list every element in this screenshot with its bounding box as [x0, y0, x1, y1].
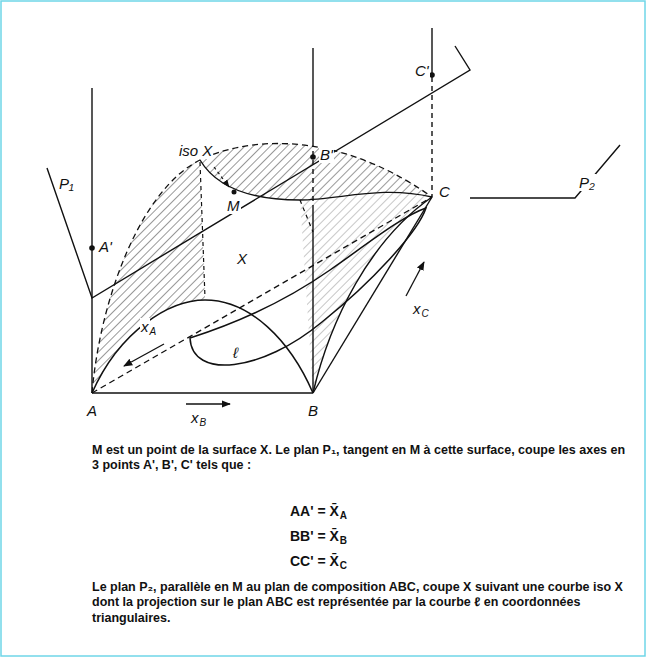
surface-top-edge [92, 143, 432, 393]
axis-label: x [190, 409, 200, 426]
equation: BB' = X̄ [290, 528, 339, 544]
surface-arch-ab [92, 300, 313, 393]
plane-label: P₁ [58, 175, 75, 192]
iso-curve [200, 160, 432, 200]
axis-b [312, 48, 313, 142]
axis-arrow-xa [124, 344, 164, 366]
leader-line [214, 167, 229, 187]
hatched-right-face [300, 192, 432, 393]
point-label: A' [98, 238, 113, 255]
hatched-band [200, 143, 432, 200]
triangle-ab [92, 392, 313, 393]
curve-l [190, 208, 426, 365]
point-c-prime [429, 72, 435, 78]
plane-label: P₂ [578, 174, 596, 191]
equation-subscript: B [340, 535, 347, 547]
axis-label: x [140, 318, 150, 335]
axis-subscript: A [150, 326, 157, 338]
equation-subscript: C [340, 560, 347, 572]
curve-label: iso X [178, 142, 213, 159]
surface-hidden-edge [300, 200, 313, 232]
equation-subscript: A [340, 510, 347, 522]
hatched-left-face [92, 160, 205, 393]
triangle-ac [92, 197, 432, 393]
caption-text: Le plan P₂, parallèle en M au plan de co… [92, 580, 632, 626]
vertex-label: B [307, 402, 319, 419]
point-label: C' [414, 62, 430, 79]
point-b-prime [310, 154, 316, 160]
surface-hidden-edge [200, 162, 205, 298]
caption-text: M est un point de la surface X. Le plan … [92, 443, 632, 474]
axis-c-hidden [431, 68, 432, 197]
axis-c [431, 28, 432, 68]
axis-label: x [412, 300, 422, 317]
point-label: M [226, 197, 241, 214]
axis-b-hidden [312, 142, 313, 205]
vertex-label: C [438, 183, 451, 200]
axis-arrow-xc [406, 262, 424, 296]
vertex-label: A [86, 402, 98, 419]
axis-subscript: C [422, 308, 429, 320]
axis-a [91, 88, 92, 393]
curve-label: ℓ [232, 344, 239, 361]
point-a-prime [89, 245, 95, 251]
axis-b-low [312, 205, 313, 393]
surface-arch-bc [313, 197, 432, 393]
plane-p2 [470, 145, 620, 198]
surface-label: X [236, 250, 248, 267]
point-m [232, 190, 237, 195]
equation: AA' = X̄ [290, 503, 339, 519]
triangle-bc [313, 197, 432, 393]
equation: CC' = X̄ [290, 553, 339, 569]
axis-subscript: B [200, 417, 207, 429]
axis-arrow-xb [186, 403, 230, 404]
point-label: B' [319, 146, 334, 163]
plane-p1 [47, 46, 470, 298]
